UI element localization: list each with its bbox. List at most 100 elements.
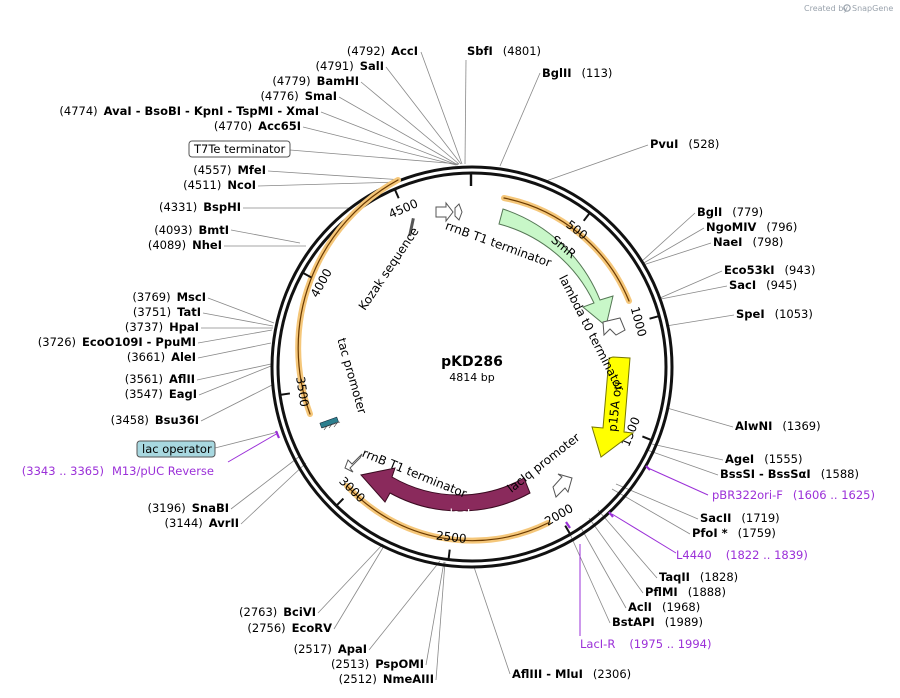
- site-nheI[interactable]: (4089)NheI: [148, 238, 222, 252]
- site-bglI[interactable]: BglI(779): [697, 205, 763, 219]
- site-ageI[interactable]: AgeI(1555): [725, 452, 802, 466]
- site-bamHI[interactable]: (4779)BamHI: [272, 74, 359, 88]
- site-bstAPI[interactable]: BstAPI(1989): [612, 615, 703, 629]
- site-tatI[interactable]: (3751)TatI: [133, 305, 201, 319]
- leader-line-24: [197, 342, 272, 359]
- site-sacI[interactable]: SacI(945): [729, 278, 797, 292]
- site-avrII[interactable]: (3144)AvrII: [165, 516, 239, 530]
- primer-l4440[interactable]: L4440(1822 .. 1839): [676, 548, 808, 562]
- site-aleI[interactable]: (3661)AleI: [127, 350, 196, 364]
- leader-line-13: [641, 227, 705, 265]
- leader-line-43: [435, 561, 446, 681]
- site-eco53kI[interactable]: Eco53kI(943): [724, 263, 815, 277]
- site-pspOMI[interactable]: (2513)PspOMI: [331, 657, 424, 671]
- snapgene-logo-icon: [843, 4, 851, 12]
- leader-line-4: [360, 81, 460, 165]
- primer-leaders: [227, 432, 709, 636]
- site-aflII[interactable]: (3561)AflII: [125, 372, 195, 386]
- lac-operator-box[interactable]: lac operator: [136, 440, 216, 458]
- site-hpaI[interactable]: (3737)HpaI: [125, 320, 199, 334]
- rrnb-bottom-arrow: [344, 453, 363, 473]
- site-ecoRV[interactable]: (2756)EcoRV: [247, 621, 332, 635]
- t7te-terminator-box[interactable]: T7Te terminator: [188, 140, 291, 158]
- site-bssSI[interactable]: BssSI - BssSαI(1588): [720, 467, 859, 481]
- primer-pbr322ori-f[interactable]: pBR322ori-F(1606 .. 1625): [712, 488, 875, 502]
- site-salI[interactable]: (4791)SalI: [315, 59, 384, 73]
- primer-m13-puc-reverse[interactable]: (3343 .. 3365)M13/pUC Reverse: [22, 464, 214, 478]
- primer-laci-r[interactable]: LacI-R(1975 .. 1994): [580, 637, 711, 651]
- leader-line-44: [473, 566, 511, 675]
- terminator-arrows: [344, 201, 626, 498]
- tick-mark-4000: [302, 271, 312, 279]
- tick-mark-3000: [335, 497, 345, 507]
- t7te-terminator-label: T7Te terminator: [193, 142, 286, 156]
- leader-line-25: [196, 363, 272, 381]
- tick-label-3500: 3500: [293, 376, 311, 408]
- site-aclI[interactable]: AclI(1968): [628, 600, 700, 614]
- leader-line-10: [257, 181, 401, 187]
- leader-line-35: [597, 509, 658, 579]
- site-speI[interactable]: SpeI(1053): [736, 307, 813, 321]
- site-bglII[interactable]: BglII(113): [542, 66, 612, 80]
- site-ngoMIV[interactable]: NgoMIV(796): [706, 220, 797, 234]
- leader-line-40: [333, 545, 385, 630]
- site-alwNI[interactable]: AlwNI(1369): [735, 419, 821, 433]
- leader-line-17: [659, 270, 723, 299]
- leader-line-8: [545, 144, 649, 182]
- site-bciVI[interactable]: (2763)BciVI: [239, 605, 316, 619]
- site-accI[interactable]: (4792)AccI: [347, 44, 418, 58]
- site-bspHI[interactable]: (4331)BspHI: [159, 200, 241, 214]
- leader-line-23: [197, 329, 273, 344]
- site-pflMI[interactable]: PflMI(1888): [645, 585, 726, 599]
- feature-p15a-ori[interactable]: p15A ori: [591, 356, 635, 458]
- leader-line-38: [568, 531, 611, 624]
- site-nmeAIII[interactable]: (2512)NmeAIII: [339, 672, 434, 686]
- primer-arrow-m13: [321, 421, 341, 431]
- site-avaI-group[interactable]: (4774)AvaI - BsoBI - KpnI - TspMI - XmaI: [59, 104, 319, 118]
- leader-line-2: [385, 66, 462, 165]
- tick-mark-2500: [447, 549, 451, 560]
- site-ncoI[interactable]: (4511)NcoI: [183, 178, 256, 192]
- site-taqII[interactable]: TaqII(1828): [659, 570, 738, 584]
- leader-line-18: [660, 285, 728, 300]
- tick-mark-1000: [649, 315, 660, 320]
- tick-label-2000: 2000: [542, 501, 575, 529]
- leader-line-0: [420, 51, 463, 165]
- site-pfoI[interactable]: PfoI *(1759): [692, 526, 776, 540]
- site-pvuI[interactable]: PvuI(528): [650, 137, 719, 151]
- tick-mark-4500: [393, 188, 400, 199]
- site-acc65I[interactable]: (4770)Acc65I: [214, 119, 301, 133]
- site-apaI[interactable]: (2517)ApaI: [294, 642, 367, 656]
- leader-line-34: [240, 462, 307, 525]
- site-leader-lines: [196, 51, 735, 681]
- kozak-mark: [408, 217, 415, 237]
- site-aflIII-mluI[interactable]: AflIII - MluI(2306): [512, 667, 631, 681]
- leader-line-12: [640, 212, 696, 263]
- site-bmtI-label[interactable]: (4093)BmtI: [154, 223, 229, 237]
- site-eagI[interactable]: (3547)EagI: [125, 387, 197, 401]
- tick-mark-500: [582, 212, 591, 222]
- site-sacII[interactable]: SacII(1719): [700, 511, 780, 525]
- site-snaBI[interactable]: (3196)SnaBI: [147, 501, 229, 515]
- site-mfeI[interactable]: (4557)MfeI: [193, 163, 266, 177]
- plasmid-length: 4814 bp: [449, 371, 494, 384]
- leader-line-31: [615, 483, 699, 520]
- lambda-arrow: [602, 317, 626, 337]
- feature-smr[interactable]: SmR: [498, 208, 614, 327]
- leader-line-36: [588, 517, 644, 594]
- site-bsu36I[interactable]: (3458)Bsu36I: [111, 413, 199, 427]
- feature-laci[interactable]: lacI: [360, 467, 531, 521]
- leader-line-7: [302, 126, 457, 166]
- site-smaI[interactable]: (4776)SmaI: [260, 89, 337, 103]
- site-naeI[interactable]: NaeI(798): [713, 235, 783, 249]
- orf-arcs: [295, 177, 632, 544]
- credit-text: Created by: [804, 4, 848, 13]
- site-mscI[interactable]: (3769)MscI: [132, 290, 206, 304]
- leader-line-5: [338, 96, 459, 166]
- laciq-promoter-label: lacIq promoter: [505, 430, 583, 495]
- leader-line-29: [651, 443, 724, 461]
- tick-mark-3500: [279, 392, 291, 396]
- leader-line-37: [579, 525, 627, 609]
- site-eco0109I[interactable]: (3726)EcoO109I - PpuMI: [38, 335, 196, 349]
- site-sbfI[interactable]: SbfI(4801): [467, 44, 541, 58]
